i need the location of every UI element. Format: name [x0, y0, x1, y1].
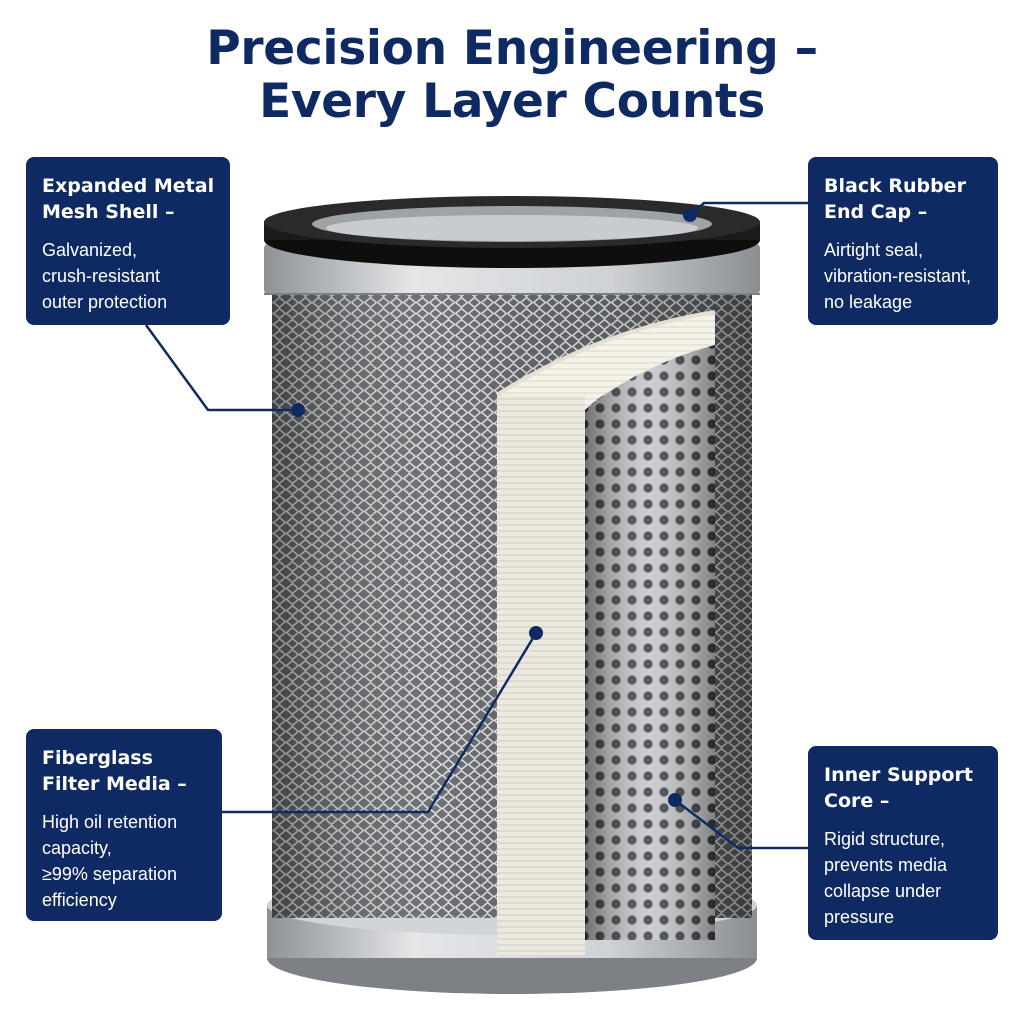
- callout-fiberglass-media: Fiberglass Filter Media – High oil reten…: [26, 729, 222, 921]
- callout-cap-body: Airtight seal, vibration-resistant, no l…: [824, 237, 984, 315]
- callout-mesh-heading: Expanded Metal Mesh Shell –: [42, 173, 216, 225]
- heading-line: Expanded Metal: [42, 175, 215, 197]
- body-line: efficiency: [42, 890, 117, 910]
- inner-support-core: [585, 345, 715, 940]
- callout-core-heading: Inner Support Core –: [824, 762, 984, 814]
- marker-mesh: [291, 403, 305, 417]
- body-line: prevents media: [824, 855, 948, 875]
- heading-line: End Cap –: [824, 201, 928, 223]
- callout-mesh-body: Galvanized, crush-resistant outer protec…: [42, 237, 216, 315]
- page-title: Precision Engineering – Every Layer Coun…: [0, 22, 1024, 128]
- leader-mesh: [144, 324, 298, 412]
- heading-line: Fiberglass: [42, 747, 153, 769]
- body-line: High oil retention: [42, 812, 178, 832]
- leader-core: [674, 799, 808, 850]
- body-line: no leakage: [824, 292, 913, 312]
- body-line: capacity,: [42, 838, 112, 858]
- body-line: Rigid structure,: [824, 829, 946, 849]
- heading-line: Mesh Shell –: [42, 201, 175, 223]
- body-line: Airtight seal,: [824, 240, 924, 260]
- body-line: Galvanized,: [42, 240, 138, 260]
- title-line-2: Every Layer Counts: [259, 74, 765, 129]
- heading-line: Core –: [824, 790, 890, 812]
- body-line: pressure: [824, 907, 895, 927]
- body-line: ≥99% separation: [42, 864, 177, 884]
- callout-rubber-end-cap: Black Rubber End Cap – Airtight seal, vi…: [808, 157, 998, 325]
- callout-mesh-shell: Expanded Metal Mesh Shell – Galvanized, …: [26, 157, 230, 325]
- marker-fiber: [529, 626, 543, 640]
- body-line: collapse under: [824, 881, 942, 901]
- marker-core: [668, 793, 682, 807]
- leader-fiber: [222, 632, 538, 814]
- callout-fiber-body: High oil retention capacity, ≥99% separa…: [42, 809, 208, 913]
- callout-cap-heading: Black Rubber End Cap –: [824, 173, 984, 225]
- body-line: vibration-resistant,: [824, 266, 972, 286]
- callout-fiber-heading: Fiberglass Filter Media –: [42, 745, 208, 797]
- rubber-end-cap: [264, 196, 760, 268]
- title-line-1: Precision Engineering –: [206, 21, 818, 76]
- body-line: crush-resistant: [42, 266, 161, 286]
- callout-inner-support-core: Inner Support Core – Rigid structure, pr…: [808, 746, 998, 940]
- heading-line: Black Rubber: [824, 175, 966, 197]
- heading-line: Inner Support: [824, 764, 973, 786]
- heading-line: Filter Media –: [42, 773, 187, 795]
- callout-core-body: Rigid structure, prevents media collapse…: [824, 826, 984, 930]
- body-line: outer protection: [42, 292, 168, 312]
- marker-cap: [683, 208, 697, 222]
